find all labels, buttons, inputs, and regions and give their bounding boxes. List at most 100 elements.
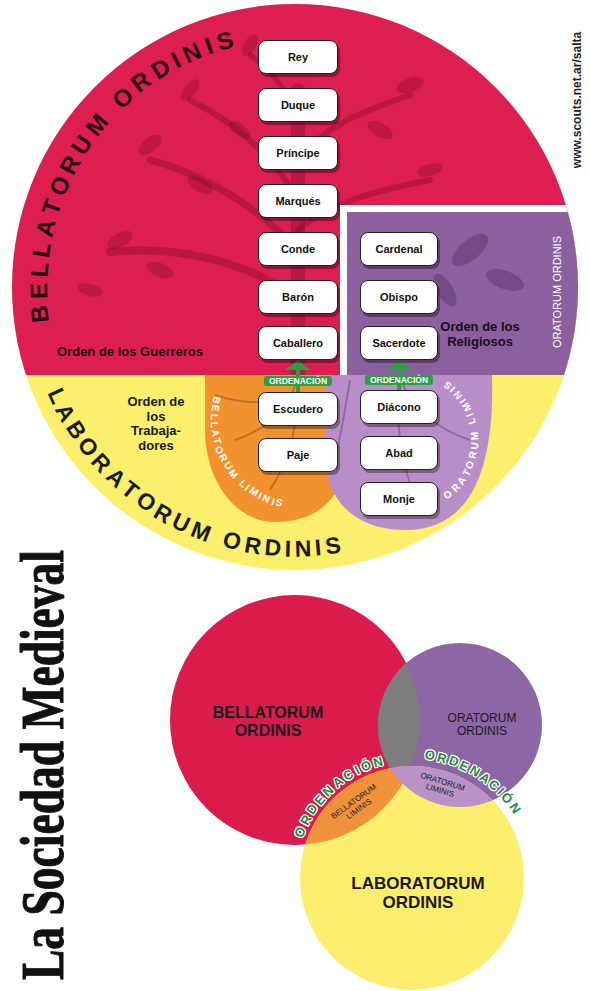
rank-box: Marqués [258, 184, 338, 218]
venn-label: ORATORUM ORDINIS [442, 712, 522, 739]
arc-letter: L [467, 417, 478, 426]
arc-letter: N [507, 801, 523, 816]
website-url: www.scouts.net.ar/salta [571, 32, 584, 168]
rank-box: Príncipe [258, 136, 338, 170]
threshold-region: BELLATORUM LIMINISEscuderoPaje [205, 375, 345, 525]
arc-letter: I [202, 33, 216, 58]
rank-title: Escudero [273, 403, 323, 415]
rank-box: Diácono [360, 390, 438, 424]
arc-letter: I [314, 536, 322, 559]
rank-title: Sacerdote [372, 337, 425, 349]
rank-box: Abad [360, 436, 438, 470]
arc-letter: L [209, 421, 219, 428]
arc-letter: R [243, 533, 263, 558]
rank-title: Monje [383, 493, 415, 505]
arc-letter: L [29, 241, 55, 259]
rank-box: Rey [258, 40, 338, 74]
rank-title: Barón [282, 291, 314, 303]
arc-letter: N [295, 537, 312, 561]
religious-region: ORATORUM ORDINIS Orden de los Religiosos C… [345, 210, 580, 375]
venn-label: LABORATORUM ORDINIS [338, 874, 498, 912]
arc-letter [469, 426, 479, 430]
venn-circle: ORATORUM ORDINIS [378, 643, 542, 807]
arc-letter: M [470, 431, 481, 440]
arrow-head [386, 360, 412, 370]
arc-letter: R [298, 813, 314, 827]
arc-letter: M [461, 401, 474, 413]
arc-letter: R [468, 451, 479, 460]
venn-label: ORATORUM LIMINIS [414, 771, 469, 803]
arc-letter: L [27, 262, 52, 278]
arc-letter: O [221, 528, 244, 555]
rank-box: Cardenal [360, 232, 438, 266]
rank-box: Sacerdote [360, 326, 438, 360]
arc-letter: M [81, 110, 112, 141]
edge-label: ORDENACIÓN [264, 376, 332, 386]
arc-letter: S [214, 27, 236, 54]
threshold-region: ORATORUM LIMINISDiáconoAbadMonje [325, 375, 495, 533]
rank-box: Escudero [258, 392, 338, 426]
arc-letter: T [38, 196, 65, 217]
arc-letter: D [147, 54, 174, 84]
order-caption: Orden de los Guerreros [57, 345, 203, 360]
venn-circle: LABORATORUM ORDINIS [300, 766, 524, 990]
rank-title: Duque [281, 99, 315, 111]
warriors-region: BELLATORUM ORDINISOrden de los Guerreros… [10, 0, 580, 375]
rank-title: Rey [288, 51, 308, 63]
rank-title: Abad [385, 447, 413, 459]
arc-letter: I [285, 537, 292, 560]
rank-box: Paje [258, 438, 338, 472]
arc-letter: A [210, 429, 221, 438]
rank-title: Diácono [377, 401, 420, 413]
arc-letter: O [292, 825, 308, 839]
arc-letter: D [264, 536, 283, 560]
workers-region: Orden de los Trabaja- doresLABORATORUM O… [10, 375, 580, 575]
arc-letter: U [469, 442, 480, 450]
rank-box: Conde [258, 232, 338, 266]
edge-label: ORDENACIÓN [365, 375, 433, 385]
arc-letter: O [45, 173, 74, 200]
rank-title: Príncipe [276, 147, 319, 159]
rank-box: Caballero [258, 326, 338, 360]
arc-letter: R [56, 151, 85, 178]
arc-letter: L [209, 413, 219, 419]
rank-title: Marqués [275, 195, 320, 207]
venn-diagram [170, 595, 542, 990]
oratorum-liminis-bulb [325, 375, 492, 530]
arc-letter: B [211, 395, 222, 404]
order-caption: Orden de los Religiosos [434, 320, 526, 349]
purple-leaves [429, 228, 527, 309]
rank-title: Obispo [380, 291, 418, 303]
bellatorum-liminis-bulb [205, 375, 345, 522]
venn-label: BELLATORUM ORDINIS [203, 704, 333, 740]
arc-letter: E [27, 283, 51, 299]
arc-letter: Ó [359, 758, 373, 774]
arc-letter: N [372, 754, 385, 769]
arc-letter: S [324, 534, 343, 559]
arc-letter: O [424, 748, 436, 762]
rank-title: Conde [281, 243, 315, 255]
arc-letter: S [274, 498, 283, 509]
order-caption: Orden de los Trabaja- dores [127, 395, 185, 453]
rank-title: Caballero [273, 337, 323, 349]
venn-circle: BELLATORUM ORDINIS [170, 595, 420, 845]
arc-letter: R [436, 750, 448, 765]
rank-title: Paje [287, 449, 310, 461]
arc-letter: N [179, 38, 205, 67]
order-name: ORATORUM ORDINIS [551, 236, 563, 348]
arc-letter: B [28, 304, 54, 324]
society-circle [0, 0, 590, 595]
arc-letter: M [188, 517, 214, 545]
arc-letter: A [32, 217, 59, 239]
page-title: La Sociedad Medieval [11, 550, 73, 980]
venn-overlap: BELLATORUM LIMINIS [315, 772, 400, 842]
rank-box: Monje [360, 482, 438, 516]
arrow-head [285, 360, 311, 370]
rank-title: Cardenal [375, 243, 422, 255]
rank-box: Duque [258, 88, 338, 122]
arc-letter: I [465, 411, 475, 417]
arc-letter: E [209, 404, 220, 412]
tree-leaves [76, 32, 444, 300]
rank-box: Obispo [360, 280, 438, 314]
